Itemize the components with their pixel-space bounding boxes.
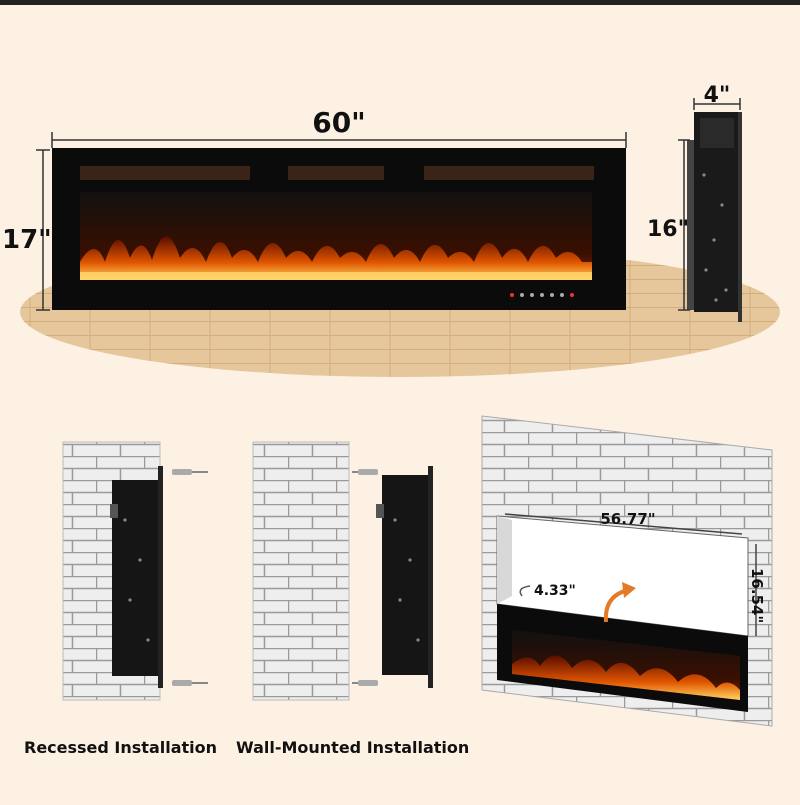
bracket-icon xyxy=(110,504,118,518)
front-flange xyxy=(428,466,433,688)
fireplace-front-view xyxy=(52,148,626,310)
wall-cutout-diagram: 56.77" 16.54" 4.33" xyxy=(481,415,773,727)
side-height-label: 16" xyxy=(647,217,689,242)
wall-mounted-installation-diagram xyxy=(252,441,433,701)
brick-wall xyxy=(252,441,350,701)
screw-icon xyxy=(352,469,378,475)
screw-icon xyxy=(352,680,378,686)
bracket-icon xyxy=(376,504,384,518)
height-label: 17" xyxy=(2,225,52,255)
insert-flames xyxy=(512,655,740,700)
crystal-bed xyxy=(80,272,592,280)
control-panel xyxy=(510,293,574,297)
cutout-width-label: 56.77" xyxy=(600,510,655,528)
control-button-icon xyxy=(560,293,564,297)
fireplace-side-view: 4" 16" xyxy=(647,83,742,322)
flames xyxy=(80,236,592,280)
screw-icon xyxy=(172,680,208,686)
control-button-icon xyxy=(570,293,574,297)
cutout-depth-label: 4.33" xyxy=(534,583,576,599)
fireplace-mounted xyxy=(382,475,432,675)
heater-vent-center xyxy=(288,166,384,180)
side-flange xyxy=(738,112,742,322)
front-flange xyxy=(158,466,163,688)
wall-mounted-caption: Wall-Mounted Installation xyxy=(236,738,470,757)
control-button-icon xyxy=(540,293,544,297)
control-button-icon xyxy=(530,293,534,297)
depth-label: 4" xyxy=(704,83,731,108)
recessed-installation-diagram xyxy=(62,441,208,701)
cutout-inner-side xyxy=(497,516,512,604)
top-border xyxy=(0,0,800,5)
recessed-caption: Recessed Installation xyxy=(24,738,218,757)
side-trim xyxy=(687,140,694,310)
control-button-icon xyxy=(550,293,554,297)
cutout-height-label: 16.54" xyxy=(748,568,766,623)
fireplace-recessed xyxy=(112,480,162,676)
side-top-panel xyxy=(700,118,734,148)
width-dimension: 60" xyxy=(51,106,627,148)
screw-icon xyxy=(172,469,208,475)
control-button-icon xyxy=(520,293,524,297)
heater-vent-left xyxy=(80,166,250,180)
heater-vent-right xyxy=(424,166,594,180)
height-dimension: 17" xyxy=(2,149,52,311)
control-button-icon xyxy=(510,293,514,297)
width-label: 60" xyxy=(312,106,366,139)
